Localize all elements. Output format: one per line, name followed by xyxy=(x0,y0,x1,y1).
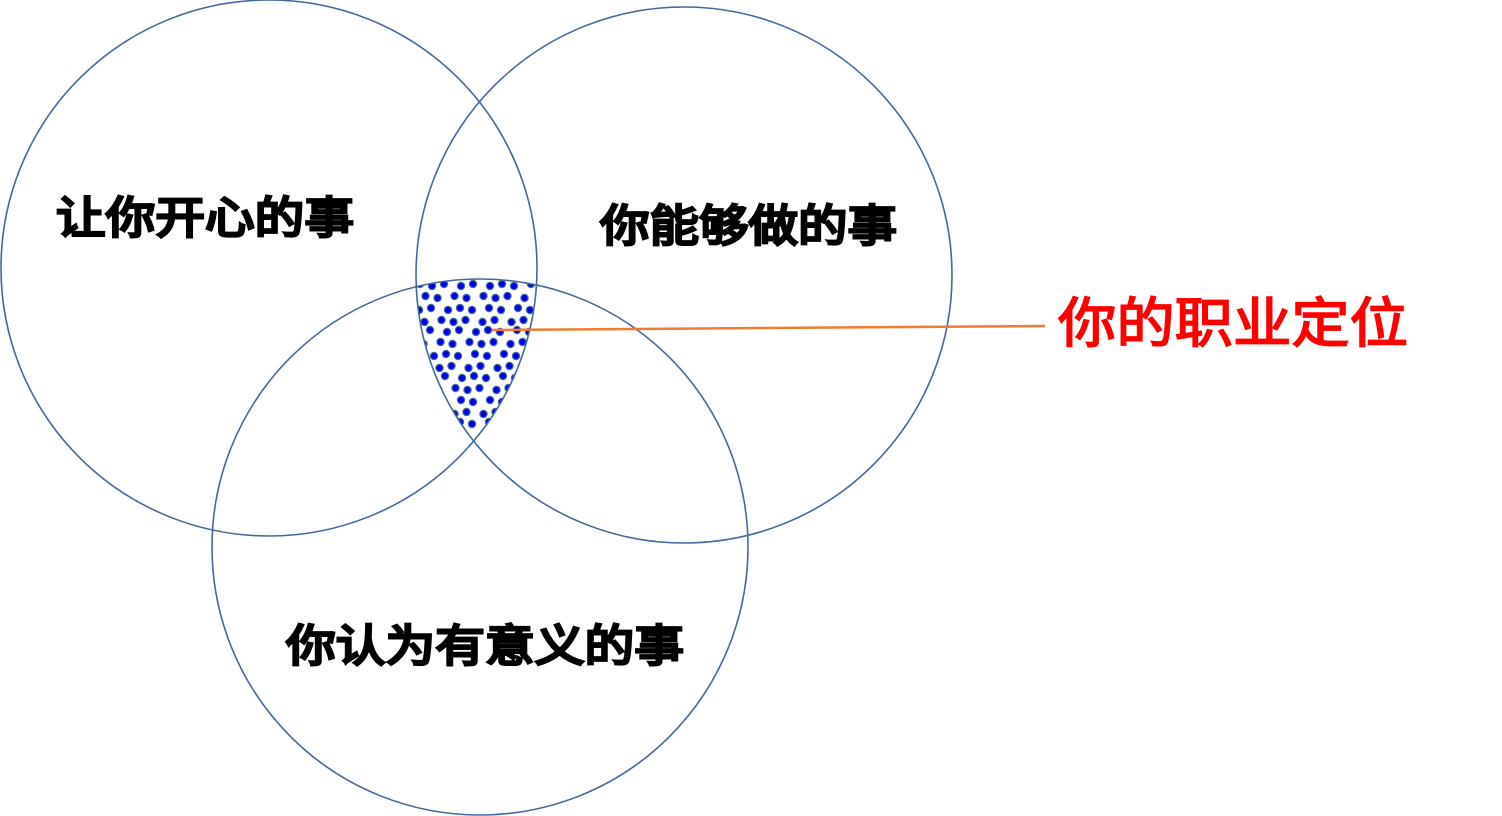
dot xyxy=(461,315,470,325)
dot xyxy=(482,351,492,361)
dot xyxy=(421,291,430,301)
dot xyxy=(467,305,477,315)
dot xyxy=(478,317,487,327)
dot xyxy=(509,395,519,405)
dot xyxy=(505,361,514,371)
dot xyxy=(416,349,422,359)
career-position-label: 你的职业定位 xyxy=(1057,292,1408,355)
dot xyxy=(513,417,523,427)
dot xyxy=(496,419,506,429)
dot xyxy=(426,303,436,313)
dot xyxy=(476,361,485,371)
dot xyxy=(479,409,488,419)
dot xyxy=(497,279,507,289)
dot xyxy=(467,419,477,429)
dot xyxy=(468,397,478,407)
dot xyxy=(416,327,423,337)
dot xyxy=(416,419,424,429)
dot xyxy=(519,315,528,325)
label-happy: 让你开心的事 xyxy=(56,193,354,244)
dot xyxy=(493,363,502,373)
dot xyxy=(433,407,442,417)
dot xyxy=(457,373,467,383)
dot xyxy=(527,371,537,381)
dot xyxy=(490,315,499,325)
dot xyxy=(416,371,421,381)
dot xyxy=(425,325,435,335)
circle-able xyxy=(415,6,953,544)
dot xyxy=(485,395,495,405)
dot xyxy=(449,317,458,327)
dot xyxy=(492,385,501,395)
dot xyxy=(484,303,494,313)
dot xyxy=(420,317,429,327)
dot xyxy=(422,383,431,393)
dot xyxy=(503,409,512,419)
dot xyxy=(451,383,460,393)
circle-meaningful xyxy=(211,278,749,816)
dot xyxy=(463,385,472,395)
dot xyxy=(429,351,439,361)
dot xyxy=(443,419,453,429)
dot xyxy=(454,325,464,335)
dot xyxy=(443,305,453,315)
dot xyxy=(427,395,437,405)
dot xyxy=(470,349,480,359)
dot xyxy=(437,315,446,325)
dot xyxy=(526,397,536,407)
dot xyxy=(477,339,486,349)
dot xyxy=(448,339,457,349)
dot xyxy=(489,337,498,347)
dot xyxy=(479,291,488,301)
dot xyxy=(450,291,459,301)
intersection-dots xyxy=(416,279,537,429)
dot xyxy=(469,371,479,381)
dot xyxy=(453,351,463,361)
dot xyxy=(525,419,535,429)
dot xyxy=(506,339,515,349)
dot xyxy=(416,397,425,407)
dot xyxy=(491,293,500,303)
circle-happy xyxy=(0,0,538,537)
dot xyxy=(442,327,452,337)
dot xyxy=(498,371,508,381)
dot xyxy=(521,385,530,395)
dot xyxy=(421,409,430,419)
dot xyxy=(447,361,456,371)
dot xyxy=(456,281,466,291)
dot xyxy=(503,291,512,301)
label-able: 你能够做的事 xyxy=(599,201,897,252)
dot xyxy=(426,417,436,427)
dot xyxy=(499,349,509,359)
dot xyxy=(468,279,478,289)
dot xyxy=(433,293,442,303)
dot xyxy=(520,407,529,417)
leader-line xyxy=(491,324,1046,332)
dot xyxy=(496,305,506,315)
dot xyxy=(509,281,519,291)
dot xyxy=(455,303,465,313)
dot xyxy=(523,349,533,359)
dot xyxy=(465,337,474,347)
dot xyxy=(507,317,516,327)
dot xyxy=(440,371,450,381)
dot xyxy=(423,361,432,371)
dot xyxy=(513,303,523,313)
dot xyxy=(475,383,484,393)
dot xyxy=(483,325,493,335)
dot xyxy=(456,395,466,405)
dot xyxy=(511,351,521,361)
dot xyxy=(436,337,445,347)
dot xyxy=(471,327,481,337)
dot xyxy=(520,293,529,303)
dot xyxy=(464,363,473,373)
dot xyxy=(481,373,491,383)
label-meaningful: 你认为有意义的事 xyxy=(285,621,684,672)
dot xyxy=(485,281,495,291)
dot xyxy=(462,293,471,303)
dot xyxy=(435,363,444,373)
dot xyxy=(462,407,471,417)
dot xyxy=(441,349,451,359)
